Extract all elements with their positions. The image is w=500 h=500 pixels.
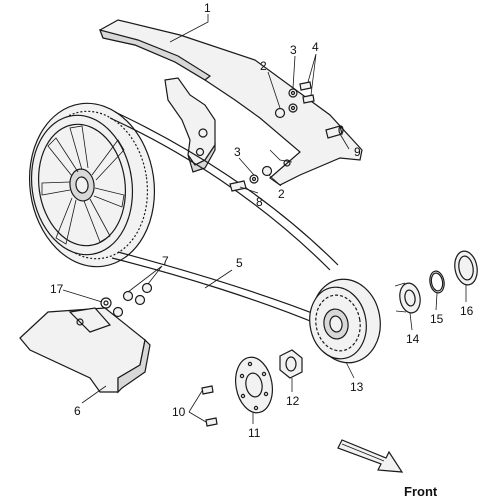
bearing xyxy=(394,282,421,314)
front-direction-arrow: Front xyxy=(337,439,438,499)
callout-9: 9 xyxy=(354,145,361,159)
leader-lines xyxy=(62,14,467,424)
seal xyxy=(454,250,478,286)
rear-wheel xyxy=(28,102,156,268)
hardware-7-nuts xyxy=(112,282,153,318)
callout-13: 13 xyxy=(350,380,364,394)
snap-ring xyxy=(429,270,445,294)
callout-8: 8 xyxy=(256,195,263,209)
callout-15: 15 xyxy=(430,312,444,326)
callout-10: 10 xyxy=(172,405,186,419)
lower-belt-guard xyxy=(19,307,151,394)
flange-plate xyxy=(235,356,273,414)
drive-pulley xyxy=(309,278,381,364)
hardware-4-bolts xyxy=(299,81,315,104)
callout-7: 7 xyxy=(162,254,169,268)
drive-belt xyxy=(109,111,339,326)
callout-1: 1 xyxy=(204,1,211,15)
callout-17: 17 xyxy=(50,282,64,296)
callout-2a: 2 xyxy=(260,59,267,73)
callout-numbers: 1 2 3 4 3 2 8 9 5 7 17 6 10 11 12 13 14 … xyxy=(50,1,474,440)
callout-12: 12 xyxy=(286,394,300,408)
callout-3a: 3 xyxy=(290,43,297,57)
hardware-10-bolts xyxy=(201,385,218,427)
callout-11: 11 xyxy=(248,426,261,440)
hardware-2-nuts xyxy=(261,107,286,177)
callout-3b: 3 xyxy=(234,145,241,159)
callout-2b: 2 xyxy=(278,187,285,201)
front-label: Front xyxy=(404,484,438,499)
hardware-9-spacer xyxy=(325,125,344,139)
hardware-8-bolt xyxy=(229,180,247,192)
callout-4: 4 xyxy=(312,40,319,54)
callout-16: 16 xyxy=(460,304,474,318)
callout-14: 14 xyxy=(406,332,420,346)
callout-6: 6 xyxy=(74,404,81,418)
hex-nut xyxy=(279,349,303,379)
hardware-17-washer xyxy=(100,297,112,309)
callout-5: 5 xyxy=(236,256,243,270)
